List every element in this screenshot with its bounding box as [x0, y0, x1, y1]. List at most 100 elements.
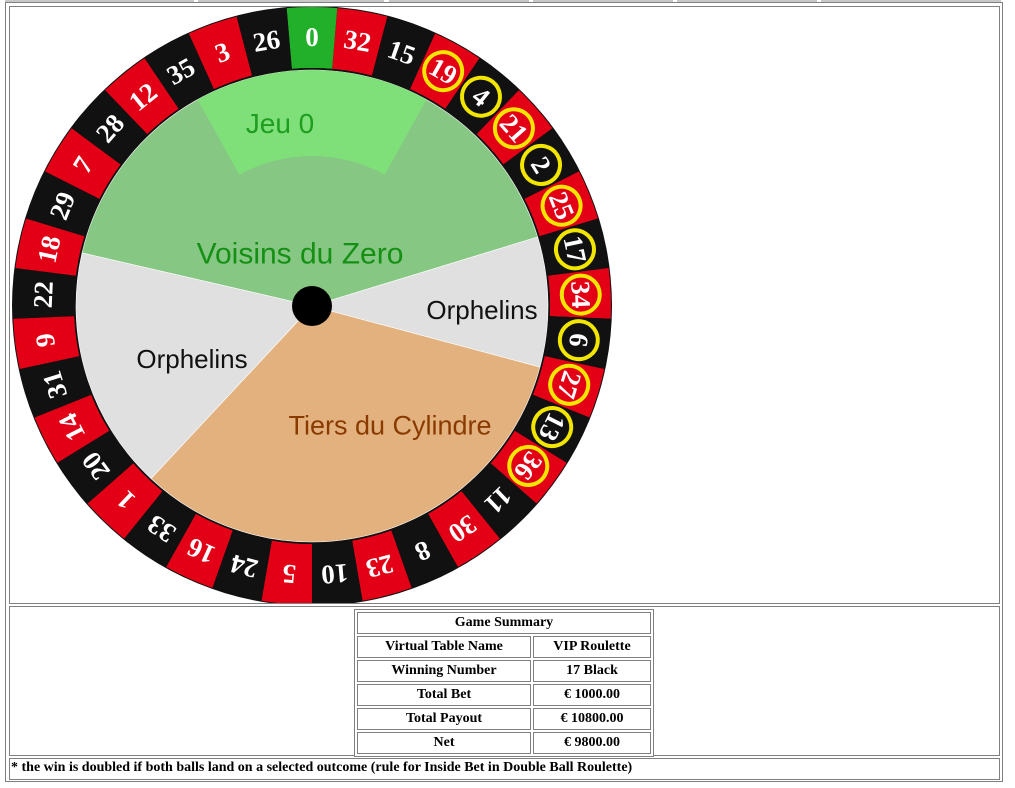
footnote-text: * the win is doubled if both balls land … [11, 760, 633, 775]
wheel-pocket [166, 513, 233, 588]
section-label: Jeu 0 [246, 108, 315, 139]
wheel-pocket [312, 540, 363, 603]
section-label: Voisins du Zero [197, 238, 404, 271]
wheel-pocket [124, 491, 196, 568]
pocket-number: 32 [342, 24, 374, 58]
selected-outcome-circle [422, 50, 465, 93]
table-row: Total Payout € 10800.00 [357, 708, 651, 730]
wheel-pocket [26, 171, 100, 237]
wheel-pocket [371, 16, 436, 90]
pocket-number-group: 19 [422, 50, 465, 93]
game-summary-table: Game Summary Virtual Table Name VIP Roul… [354, 609, 654, 757]
pocket-number-group: 18 [32, 233, 67, 266]
section-orphelins-right [310, 236, 549, 368]
top-strip [5, 0, 1003, 3]
table-row: Total Bet € 1000.00 [357, 684, 651, 706]
section-tiers [150, 305, 541, 543]
pocket-number-group: 6 [557, 319, 600, 362]
pocket-number-group: 10 [320, 558, 349, 590]
selected-outcome-circle [531, 406, 574, 449]
wheel-pocket [410, 33, 480, 109]
pocket-number: 17 [557, 233, 592, 266]
section-jeu0 [197, 70, 427, 175]
pocket-number-group: 25 [540, 184, 583, 227]
wheel-pocket [476, 90, 553, 165]
wheel-pocket [428, 491, 500, 568]
wheel-pocket [445, 58, 519, 135]
wheel-pocket [19, 356, 92, 418]
row-value: € 9800.00 [533, 732, 651, 754]
pocket-number: 18 [32, 233, 67, 266]
pocket-number-group: 22 [28, 280, 59, 308]
pocket-number-group: 34 [559, 273, 602, 316]
pocket-number: 5 [281, 559, 297, 590]
outer-table [5, 2, 1003, 782]
wheel-hub [292, 286, 332, 326]
selected-outcome-circle [559, 273, 602, 316]
table-row: Net € 9800.00 [357, 732, 651, 754]
pocket-number: 22 [28, 280, 59, 308]
row-label: Net [357, 732, 531, 754]
row-value: 17 Black [533, 660, 651, 682]
wheel-pocket [514, 394, 590, 463]
game-summary-title: Game Summary [357, 612, 651, 634]
wheel-pocket [105, 58, 179, 135]
selected-outcome-circle [540, 184, 583, 227]
section-orphelins-left [75, 252, 313, 480]
wheel-pocket [332, 8, 388, 76]
footnote-cell [9, 758, 1000, 780]
wheel-pocket [503, 128, 579, 199]
wheel-pocket [532, 356, 605, 418]
row-value: VIP Roulette [533, 636, 651, 658]
section-label: Orphelins [426, 295, 537, 325]
section-label: Tiers du Cylindre [288, 410, 491, 440]
wheel-pocket [13, 268, 76, 319]
wheel-pocket [45, 128, 121, 199]
table-row: Winning Number 17 Black [357, 660, 651, 682]
selected-outcome-circle [548, 363, 591, 406]
selected-outcome-circle [492, 107, 535, 150]
pocket-number-group: 0 [305, 22, 319, 52]
row-value: € 10800.00 [533, 708, 651, 730]
pocket-number-group: 13 [531, 406, 574, 449]
selected-outcome-circle [520, 143, 563, 186]
wheel-pocket [13, 316, 80, 369]
row-label: Winning Number [357, 660, 531, 682]
pocket-number-group: 5 [281, 559, 297, 590]
row-label: Total Bet [357, 684, 531, 706]
pocket-number-group: 26 [251, 24, 283, 58]
wheel-pocket [144, 33, 214, 109]
wheel-pocket [34, 394, 110, 463]
wheel-pocket [261, 540, 312, 603]
row-value: € 1000.00 [533, 684, 651, 706]
wheel-pocket [286, 7, 338, 69]
wheel-pocket [71, 90, 148, 165]
wheel-pocket [57, 430, 134, 504]
table-row: Virtual Table Name VIP Roulette [357, 636, 651, 658]
pocket-number-group: 36 [507, 444, 550, 487]
pocket-number: 9 [29, 332, 60, 349]
pocket-number-group: 9 [29, 332, 60, 349]
selected-outcome-circle [557, 319, 600, 362]
wheel-pocket [87, 463, 163, 539]
selected-outcome-circle [507, 444, 550, 487]
pocket-number-group: 17 [553, 228, 596, 271]
wheel-pocket [212, 530, 272, 601]
pocket-number: 26 [251, 24, 283, 58]
wheel-pocket [490, 430, 567, 504]
wheel-pocket [15, 218, 85, 276]
row-label: Virtual Table Name [357, 636, 531, 658]
selected-outcome-circle [459, 75, 502, 118]
section-label: Orphelins [136, 344, 247, 374]
pocket-number: 10 [320, 558, 349, 590]
wheel-pocket [461, 463, 537, 539]
wheel-pocket [524, 171, 598, 237]
wheel-pocket [391, 513, 458, 588]
wheel-pocket [236, 8, 292, 76]
wheel-pocket [352, 530, 412, 601]
pocket-number-group: 21 [492, 107, 535, 150]
wheel-pocket [188, 16, 253, 90]
row-label: Total Payout [357, 708, 531, 730]
